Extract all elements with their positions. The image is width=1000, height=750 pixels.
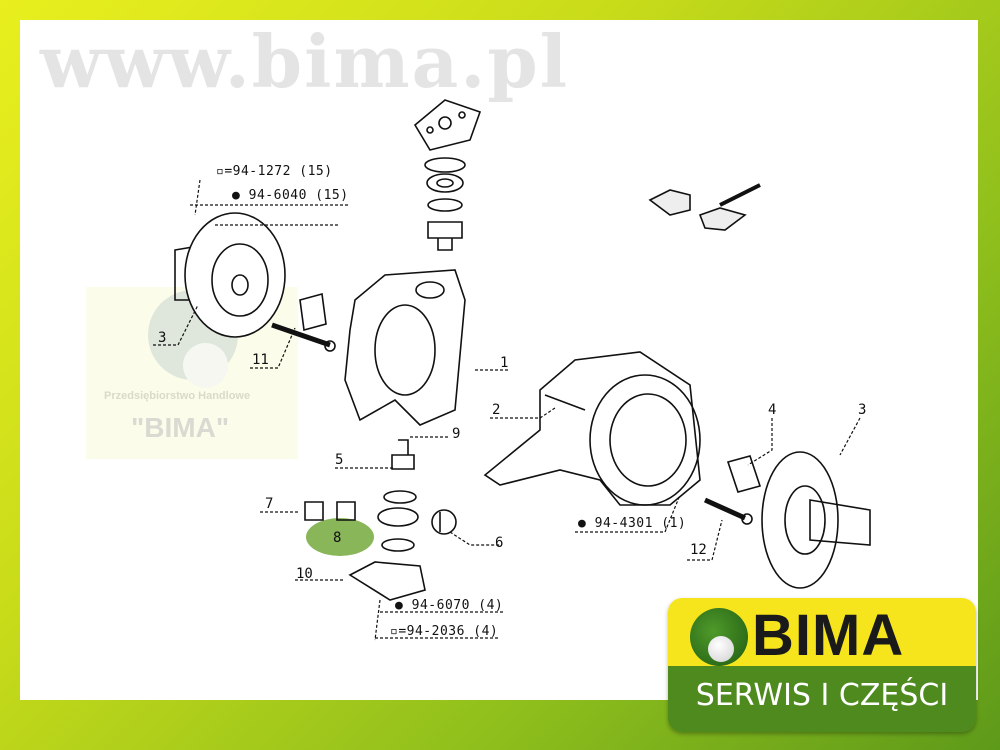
part-number-11: 11 <box>252 352 269 368</box>
logo-name: BIMA <box>752 603 905 668</box>
part-number-5: 5 <box>335 452 344 468</box>
callout-94-6040: ● 94-6040 (15) <box>232 188 349 203</box>
part-number-12: 12 <box>690 542 707 558</box>
part-number-6: 6 <box>495 535 504 551</box>
part-number-10: 10 <box>296 566 313 582</box>
part-number-9: 9 <box>452 426 461 442</box>
callout-94-6070: ● 94-6070 (4) <box>395 598 504 613</box>
callout-94-2036: ▫=94-2036 (4) <box>390 624 499 639</box>
callout-94-4301: ● 94-4301 (1) <box>578 516 687 531</box>
part-number-8: 8 <box>333 530 342 546</box>
part-number-3-right: 3 <box>858 402 867 418</box>
right-hub-part <box>703 451 871 589</box>
lower-bearing-parts <box>304 439 457 601</box>
logo-bottom-band <box>668 666 976 732</box>
bima-logo: BIMA SERWIS I CZĘŚCI <box>668 598 976 732</box>
left-hub-part <box>174 212 336 352</box>
watermark-url: www.bima.pl <box>40 19 570 104</box>
leader-lines <box>153 179 861 641</box>
watermark-company-type: Przedsiębiorstwo Handlowe <box>104 390 251 402</box>
part-number-4: 4 <box>768 402 777 418</box>
logo-tagline: SERWIS I CZĘŚCI <box>695 678 949 713</box>
direction-arrows-icon <box>648 183 761 231</box>
part-number-1: 1 <box>500 355 509 371</box>
highlight-part-8 <box>306 518 374 556</box>
part-number-2: 2 <box>492 402 501 418</box>
steering-knuckle-part <box>344 269 466 426</box>
logo-white-ball-icon <box>708 636 734 662</box>
watermark-logo-ball <box>183 343 228 388</box>
axle-housing-part <box>483 351 701 506</box>
part-number-7: 7 <box>265 496 274 512</box>
watermark-company: "BIMA" <box>131 412 230 443</box>
part-number-3-left: 3 <box>158 330 167 346</box>
callout-94-1272: ▫=94-1272 (15) <box>216 164 333 179</box>
top-cap-part <box>413 99 482 251</box>
